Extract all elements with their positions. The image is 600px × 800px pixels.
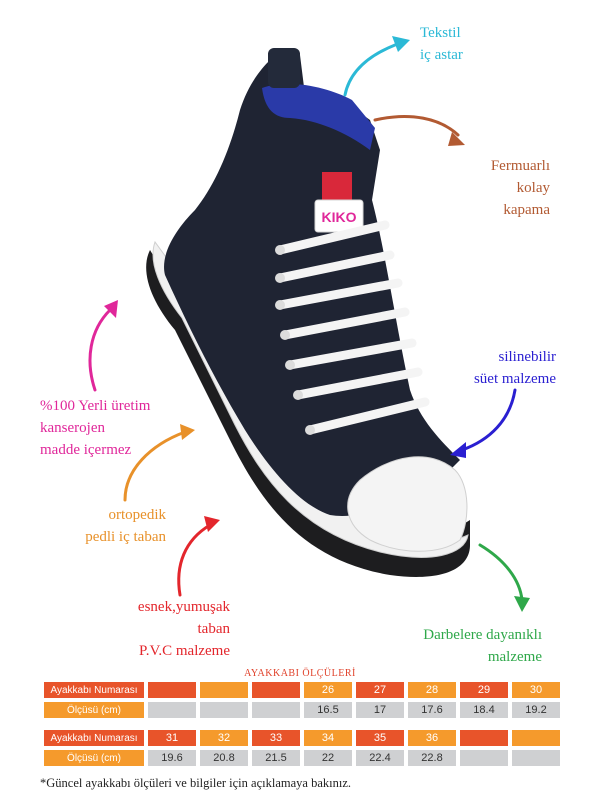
size-cell: 34 bbox=[304, 730, 352, 746]
measure-cell: 19.2 bbox=[512, 702, 560, 718]
measure-cell bbox=[148, 702, 196, 718]
row-label-measure: Ölçüsü (cm) bbox=[44, 750, 144, 766]
callout-esnek: esnek,yumuşak taban P.V.C malzeme bbox=[137, 599, 230, 659]
measure-cell: 16.5 bbox=[304, 702, 352, 718]
size-cell: 32 bbox=[200, 730, 248, 746]
arrow-fermuar bbox=[373, 115, 460, 137]
measure-cell: 22 bbox=[304, 750, 352, 766]
size-cell bbox=[252, 682, 300, 698]
tongue-label bbox=[322, 172, 352, 200]
size-table-block2: Ayakkabı Numarası 31 32 33 34 35 36 Ölçü… bbox=[40, 726, 564, 770]
footnote: *Güncel ayakkabı ölçüleri ve bilgiler iç… bbox=[40, 776, 351, 790]
measure-cell bbox=[200, 702, 248, 718]
measure-cell: 20.8 bbox=[200, 750, 248, 766]
measure-cell: 17 bbox=[356, 702, 404, 718]
measure-cell: 17.6 bbox=[408, 702, 456, 718]
shoe-upper bbox=[164, 55, 460, 516]
measure-cell bbox=[252, 702, 300, 718]
size-cell bbox=[512, 730, 560, 746]
size-cell: 30 bbox=[512, 682, 560, 698]
size-cell: 28 bbox=[408, 682, 456, 698]
callout-darbe: Darbelere dayanıklı malzeme bbox=[423, 627, 542, 665]
size-cell: 36 bbox=[408, 730, 456, 746]
size-cell: 33 bbox=[252, 730, 300, 746]
size-cell bbox=[200, 682, 248, 698]
toe-cap bbox=[347, 456, 468, 552]
callout-silinebilir: silinebilir süet malzeme bbox=[473, 349, 556, 387]
arrow-silinebilir bbox=[460, 388, 517, 452]
eyelets bbox=[275, 245, 315, 435]
measure-cell: 22.4 bbox=[356, 750, 404, 766]
measure-cell: 18.4 bbox=[460, 702, 508, 718]
measure-cell: 21.5 bbox=[252, 750, 300, 766]
table-row: Ölçüsü (cm) 16.5 17 17.6 18.4 19.2 bbox=[44, 702, 560, 718]
shoe-laces bbox=[275, 220, 430, 435]
table-row: Ayakkabı Numarası 31 32 33 34 35 36 bbox=[44, 730, 560, 746]
callout-tekstil: Tekstil iç astar bbox=[420, 25, 463, 63]
arrow-darbe bbox=[478, 543, 524, 602]
measure-cell bbox=[460, 750, 508, 766]
table-row: Ölçüsü (cm) 19.6 20.8 21.5 22 22.4 22.8 bbox=[44, 750, 560, 766]
arrow-ortopedik bbox=[123, 430, 187, 502]
heel-tab bbox=[268, 48, 300, 88]
arrow-yerli bbox=[88, 308, 112, 392]
callout-yerli: %100 Yerli üretim kanserojen madde içerm… bbox=[40, 398, 151, 458]
row-label-measure: Ölçüsü (cm) bbox=[44, 702, 144, 718]
table-row: Ayakkabı Numarası 26 27 28 29 30 bbox=[44, 682, 560, 698]
size-cell: 35 bbox=[356, 730, 404, 746]
shoe-lining bbox=[262, 83, 375, 150]
brand-text: KIKO bbox=[322, 209, 357, 225]
callout-ortopedik: ortopedik pedli iç taban bbox=[85, 507, 166, 545]
measure-cell: 19.6 bbox=[148, 750, 196, 766]
size-cell bbox=[148, 682, 196, 698]
size-cell: 31 bbox=[148, 730, 196, 746]
arrow-tekstil bbox=[343, 43, 397, 97]
row-label-number: Ayakkabı Numarası bbox=[44, 730, 144, 746]
measure-cell: 22.8 bbox=[408, 750, 456, 766]
arrow-esnek bbox=[177, 523, 212, 597]
measure-cell bbox=[512, 750, 560, 766]
callout-fermuar: Fermuarlı kolay kapama bbox=[490, 158, 550, 218]
size-cell: 26 bbox=[304, 682, 352, 698]
row-label-number: Ayakkabı Numarası bbox=[44, 682, 144, 698]
size-cell: 27 bbox=[356, 682, 404, 698]
size-table-block1: Ayakkabı Numarası 26 27 28 29 30 Ölçüsü … bbox=[40, 678, 564, 722]
size-cell bbox=[460, 730, 508, 746]
product-illustration: KIKO bbox=[88, 36, 530, 612]
size-cell: 29 bbox=[460, 682, 508, 698]
size-table-title: AYAKKABI ÖLÇÜLERİ bbox=[244, 668, 356, 679]
